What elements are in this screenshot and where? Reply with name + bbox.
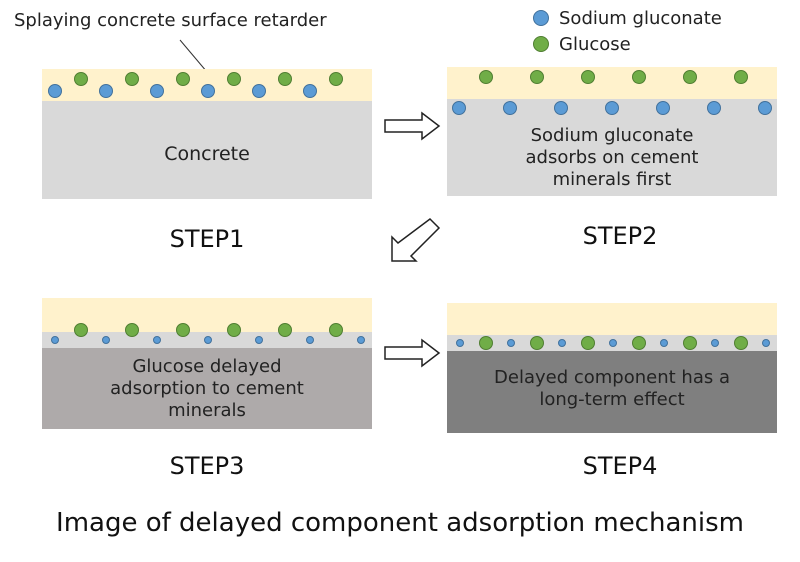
glucose-molecule xyxy=(581,336,595,350)
step2-panel: Sodium gluconate adsorbs on cement miner… xyxy=(447,67,777,196)
sodium-gluconate-dot-icon xyxy=(533,10,549,26)
glucose-molecule xyxy=(278,323,292,337)
arrow-right-icon xyxy=(384,338,441,368)
sodium-gluconate-molecule xyxy=(452,101,466,115)
glucose-molecule xyxy=(176,72,190,86)
glucose-molecule xyxy=(329,323,343,337)
concrete-layer xyxy=(42,101,372,199)
glucose-molecule xyxy=(632,336,646,350)
step1-label: STEP1 xyxy=(169,225,245,253)
concrete-layer xyxy=(447,351,777,433)
glucose-molecule xyxy=(74,323,88,337)
glucose-molecule xyxy=(734,336,748,350)
sodium-gluconate-molecule xyxy=(503,101,517,115)
glucose-molecule xyxy=(125,72,139,86)
sodium-gluconate-molecule xyxy=(99,84,113,98)
retarder-label: Splaying concrete surface retarder xyxy=(14,10,327,31)
text-line: minerals first xyxy=(552,169,672,190)
concrete-layer xyxy=(447,99,777,196)
glucose-molecule xyxy=(581,70,595,84)
glucose-molecule xyxy=(479,336,493,350)
step1-text: Concrete xyxy=(42,143,372,165)
arrow-right-icon xyxy=(384,111,441,141)
figure-caption: Image of delayed component adsorption me… xyxy=(56,508,744,538)
legend-glucose: Glucose xyxy=(533,34,631,55)
legend-label: Glucose xyxy=(559,34,631,55)
sodium-gluconate-molecule xyxy=(51,336,59,344)
sodium-gluconate-molecule xyxy=(201,84,215,98)
sodium-gluconate-molecule xyxy=(252,84,266,98)
text-line: adsorption to cement xyxy=(110,378,304,399)
sodium-gluconate-molecule xyxy=(656,101,670,115)
retarder-layer xyxy=(447,67,777,99)
glucose-molecule xyxy=(530,336,544,350)
glucose-molecule xyxy=(683,70,697,84)
sodium-gluconate-molecule xyxy=(204,336,212,344)
sodium-gluconate-molecule xyxy=(660,339,668,347)
glucose-molecule xyxy=(278,72,292,86)
glucose-molecule xyxy=(227,323,241,337)
sodium-gluconate-molecule xyxy=(758,101,772,115)
sodium-gluconate-molecule xyxy=(554,101,568,115)
sodium-gluconate-molecule xyxy=(456,339,464,347)
sodium-gluconate-molecule xyxy=(762,339,770,347)
sodium-gluconate-molecule xyxy=(306,336,314,344)
retarder-pointer-line xyxy=(179,39,208,73)
step3-panel: Glucose delayed adsorption to cement min… xyxy=(42,298,372,429)
text-line: long-term effect xyxy=(539,389,685,410)
sodium-gluconate-molecule xyxy=(558,339,566,347)
sodium-gluconate-molecule xyxy=(507,339,515,347)
text-line: adsorbs on cement xyxy=(525,147,699,168)
sodium-gluconate-molecule xyxy=(711,339,719,347)
text-line: Delayed component has a xyxy=(494,367,730,388)
glucose-molecule xyxy=(479,70,493,84)
sodium-gluconate-molecule xyxy=(153,336,161,344)
sodium-gluconate-molecule xyxy=(707,101,721,115)
glucose-molecule xyxy=(125,323,139,337)
sodium-gluconate-molecule xyxy=(357,336,365,344)
sodium-gluconate-molecule xyxy=(150,84,164,98)
step4-panel: Delayed component has a long-term effect xyxy=(447,303,777,433)
sodium-gluconate-molecule xyxy=(605,101,619,115)
glucose-molecule xyxy=(227,72,241,86)
retarder-layer xyxy=(447,303,777,335)
glucose-molecule xyxy=(176,323,190,337)
step2-label: STEP2 xyxy=(582,222,658,250)
glucose-molecule xyxy=(632,70,646,84)
text-line: minerals xyxy=(168,400,246,421)
glucose-molecule xyxy=(530,70,544,84)
glucose-molecule xyxy=(683,336,697,350)
step1-panel: Concrete xyxy=(42,69,372,199)
step4-text: Delayed component has a long-term effect xyxy=(447,367,777,411)
sodium-gluconate-molecule xyxy=(102,336,110,344)
glucose-molecule xyxy=(74,72,88,86)
glucose-molecule xyxy=(329,72,343,86)
concrete-layer xyxy=(42,348,372,429)
glucose-dot-icon xyxy=(533,36,549,52)
step2-text: Sodium gluconate adsorbs on cement miner… xyxy=(447,125,777,191)
text-line: Glucose delayed xyxy=(132,356,282,377)
text-line: Sodium gluconate xyxy=(530,125,694,146)
sodium-gluconate-molecule xyxy=(48,84,62,98)
step4-label: STEP4 xyxy=(582,452,658,480)
text-line: Concrete xyxy=(164,143,250,165)
legend-label: Sodium gluconate xyxy=(559,8,722,29)
step3-text: Glucose delayed adsorption to cement min… xyxy=(42,356,372,422)
sodium-gluconate-molecule xyxy=(303,84,317,98)
sodium-gluconate-molecule xyxy=(255,336,263,344)
glucose-molecule xyxy=(734,70,748,84)
sodium-gluconate-molecule xyxy=(609,339,617,347)
arrow-down-left-icon xyxy=(391,218,441,262)
legend-sodium-gluconate: Sodium gluconate xyxy=(533,8,722,29)
retarder-layer xyxy=(42,298,372,332)
step3-label: STEP3 xyxy=(169,452,245,480)
